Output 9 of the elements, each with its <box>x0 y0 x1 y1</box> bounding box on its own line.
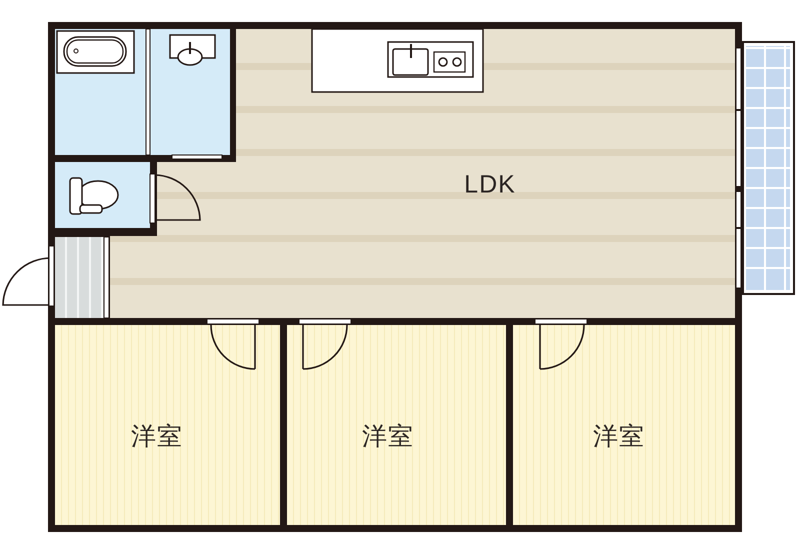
room-floor <box>236 29 735 318</box>
room-label: 洋室 <box>593 422 645 452</box>
room-label: 洋室 <box>131 422 183 452</box>
room-label: 洋室 <box>362 422 414 452</box>
room-label: LDK <box>464 170 516 200</box>
room-floor <box>55 237 105 318</box>
room-floor <box>55 325 280 525</box>
room-floor <box>287 325 506 525</box>
room-floor <box>513 325 735 525</box>
